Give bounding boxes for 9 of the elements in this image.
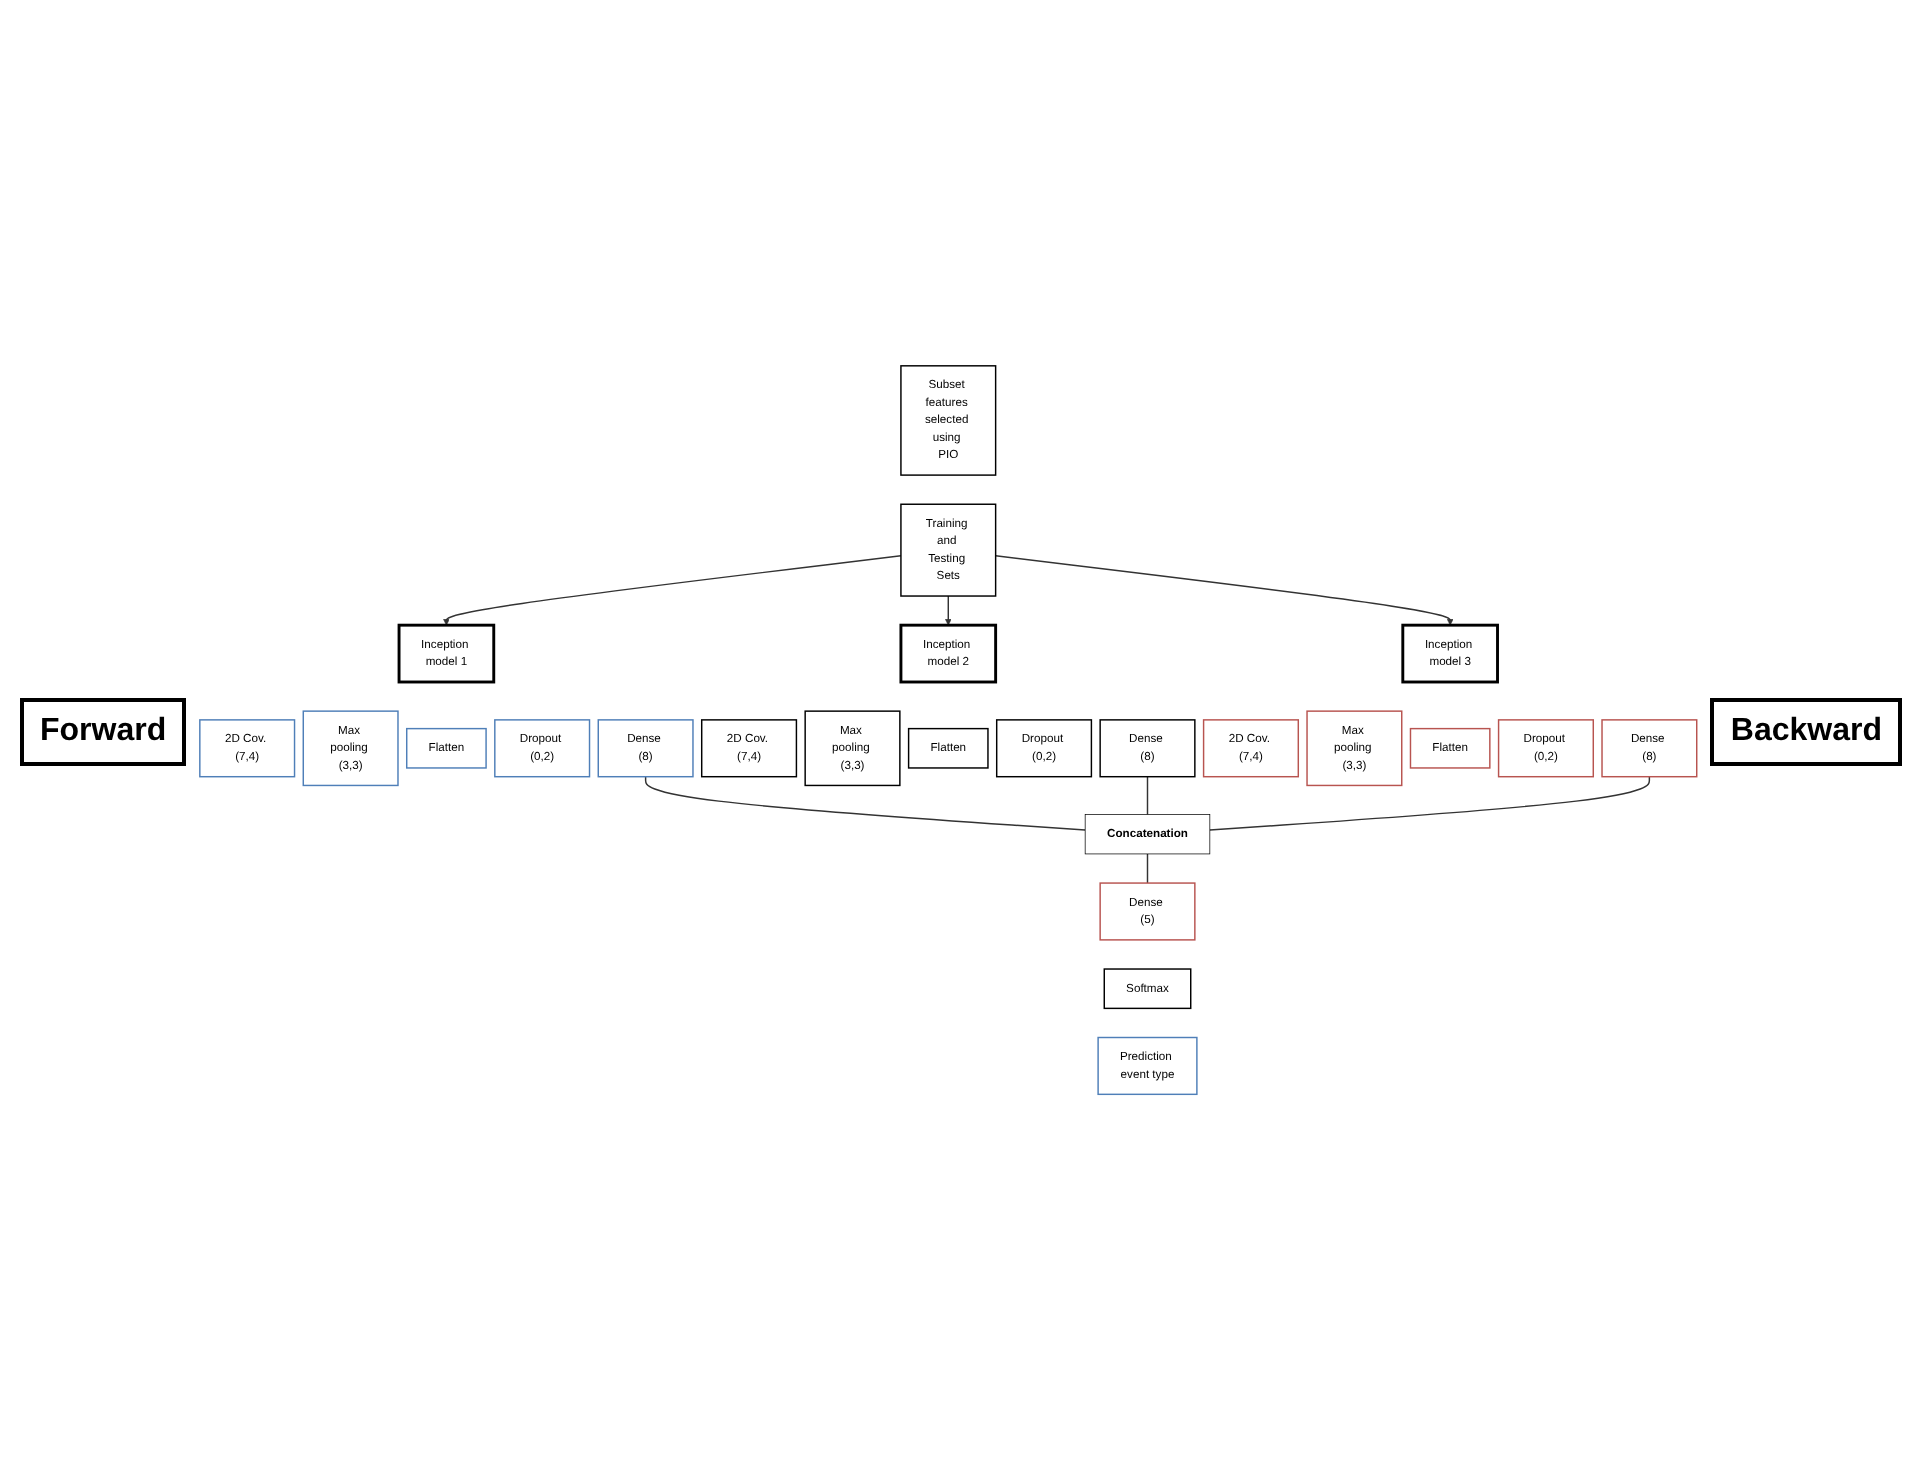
arrow <box>995 556 1454 627</box>
connector <box>1209 776 1651 832</box>
arrow <box>443 556 902 627</box>
connector <box>1147 776 1149 817</box>
connector <box>645 776 1087 832</box>
arrow <box>945 596 952 627</box>
connector <box>1147 854 1149 885</box>
direction-label: Forward <box>20 697 187 765</box>
direction-label: Backward <box>1710 697 1902 765</box>
